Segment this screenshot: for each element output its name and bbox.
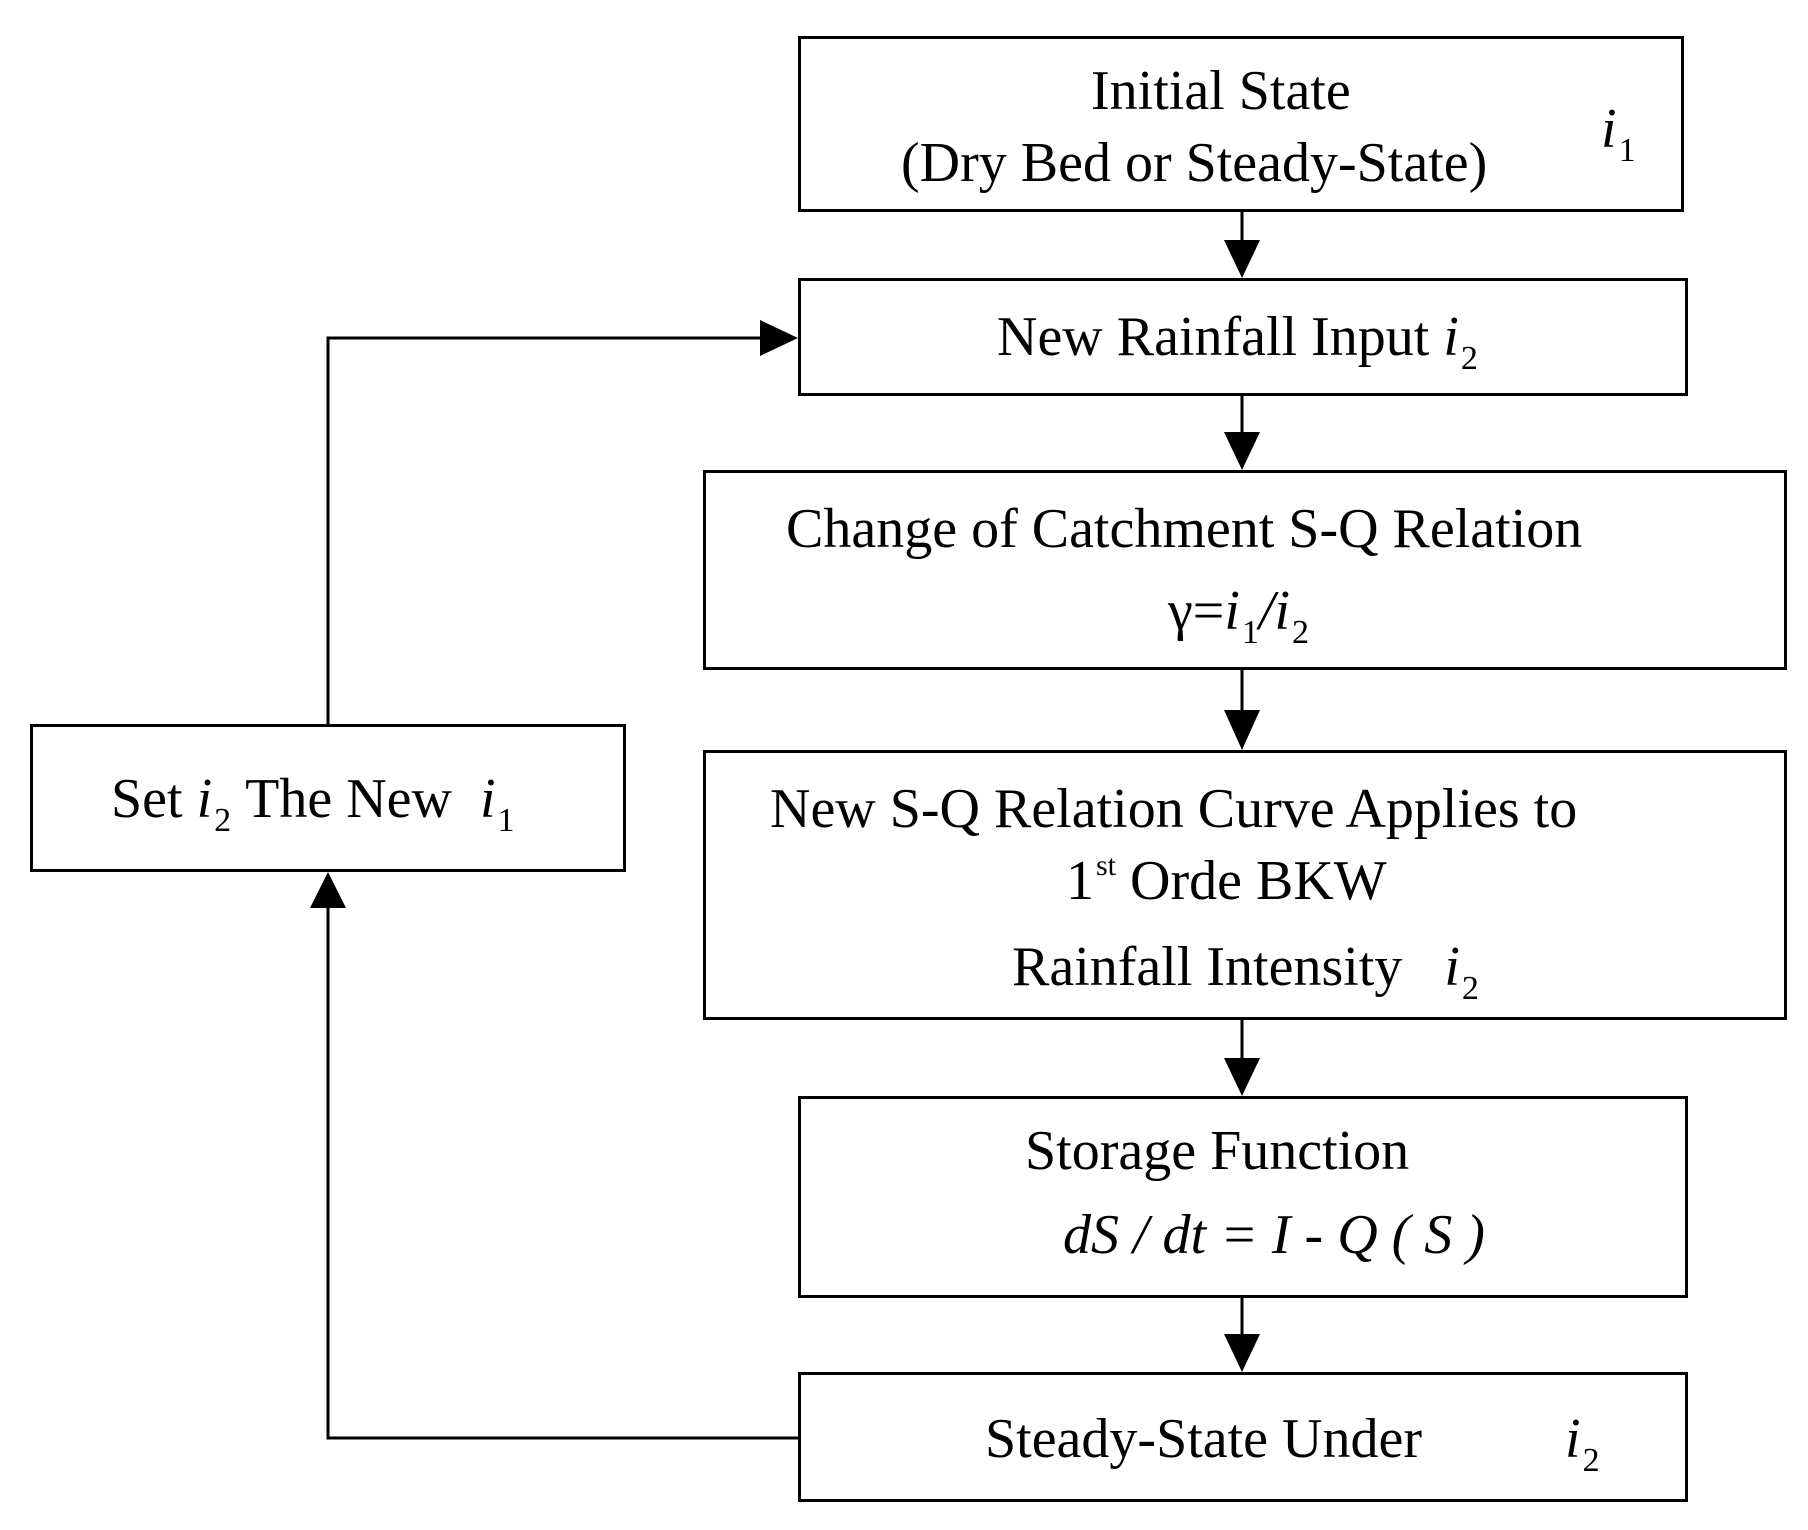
arrowhead-set <box>310 872 346 908</box>
storage-function-box: Storage Function dS / dt = I - Q ( S ) <box>798 1096 1688 1298</box>
storage-function-title: Storage Function <box>1025 1120 1410 1182</box>
new-curve-intensity: Rainfall Intensity i2 <box>1012 936 1479 1007</box>
steady-state-label: Steady-State Under <box>985 1408 1422 1470</box>
set-new-box: Set i2 The New i1 <box>30 724 626 872</box>
new-curve-box: New S-Q Relation Curve Applies to 1st Or… <box>703 750 1787 1020</box>
change-relation-box: Change of Catchment S-Q Relation γ=i1/i2 <box>703 470 1787 670</box>
initial-state-box: Initial State (Dry Bed or Steady-State) … <box>798 36 1684 212</box>
initial-state-title: Initial State <box>1091 60 1351 122</box>
arrowhead-rainfall <box>1224 240 1260 278</box>
storage-function-formula: dS / dt = I - Q ( S ) <box>1063 1204 1485 1266</box>
initial-state-variable: i1 <box>1601 98 1636 169</box>
arrowhead-rainfall-loop <box>760 320 798 356</box>
edge-set-to-rainfall <box>326 336 760 724</box>
steady-state-variable: i2 <box>1565 1408 1600 1479</box>
arrowhead-storage <box>1224 1058 1260 1096</box>
set-new-label: Set i2 The New i1 <box>111 768 515 839</box>
initial-state-subtitle: (Dry Bed or Steady-State) <box>901 132 1488 194</box>
new-curve-title: New S-Q Relation Curve Applies to <box>770 778 1578 840</box>
arrowhead-steady <box>1224 1334 1260 1372</box>
arrowhead-curve <box>1224 710 1260 750</box>
steady-state-box: Steady-State Under i2 <box>798 1372 1688 1502</box>
new-curve-order: 1st Orde BKW <box>1066 849 1387 912</box>
new-rainfall-input-box: New Rainfall Input i2 <box>798 278 1688 396</box>
change-relation-title: Change of Catchment S-Q Relation <box>786 498 1583 560</box>
gamma-ratio-formula: γ=i1/i2 <box>1168 580 1310 651</box>
new-rainfall-input-label: New Rainfall Input i2 <box>997 306 1478 377</box>
arrowhead-change <box>1224 432 1260 470</box>
edge-steady-to-set <box>326 908 798 1440</box>
